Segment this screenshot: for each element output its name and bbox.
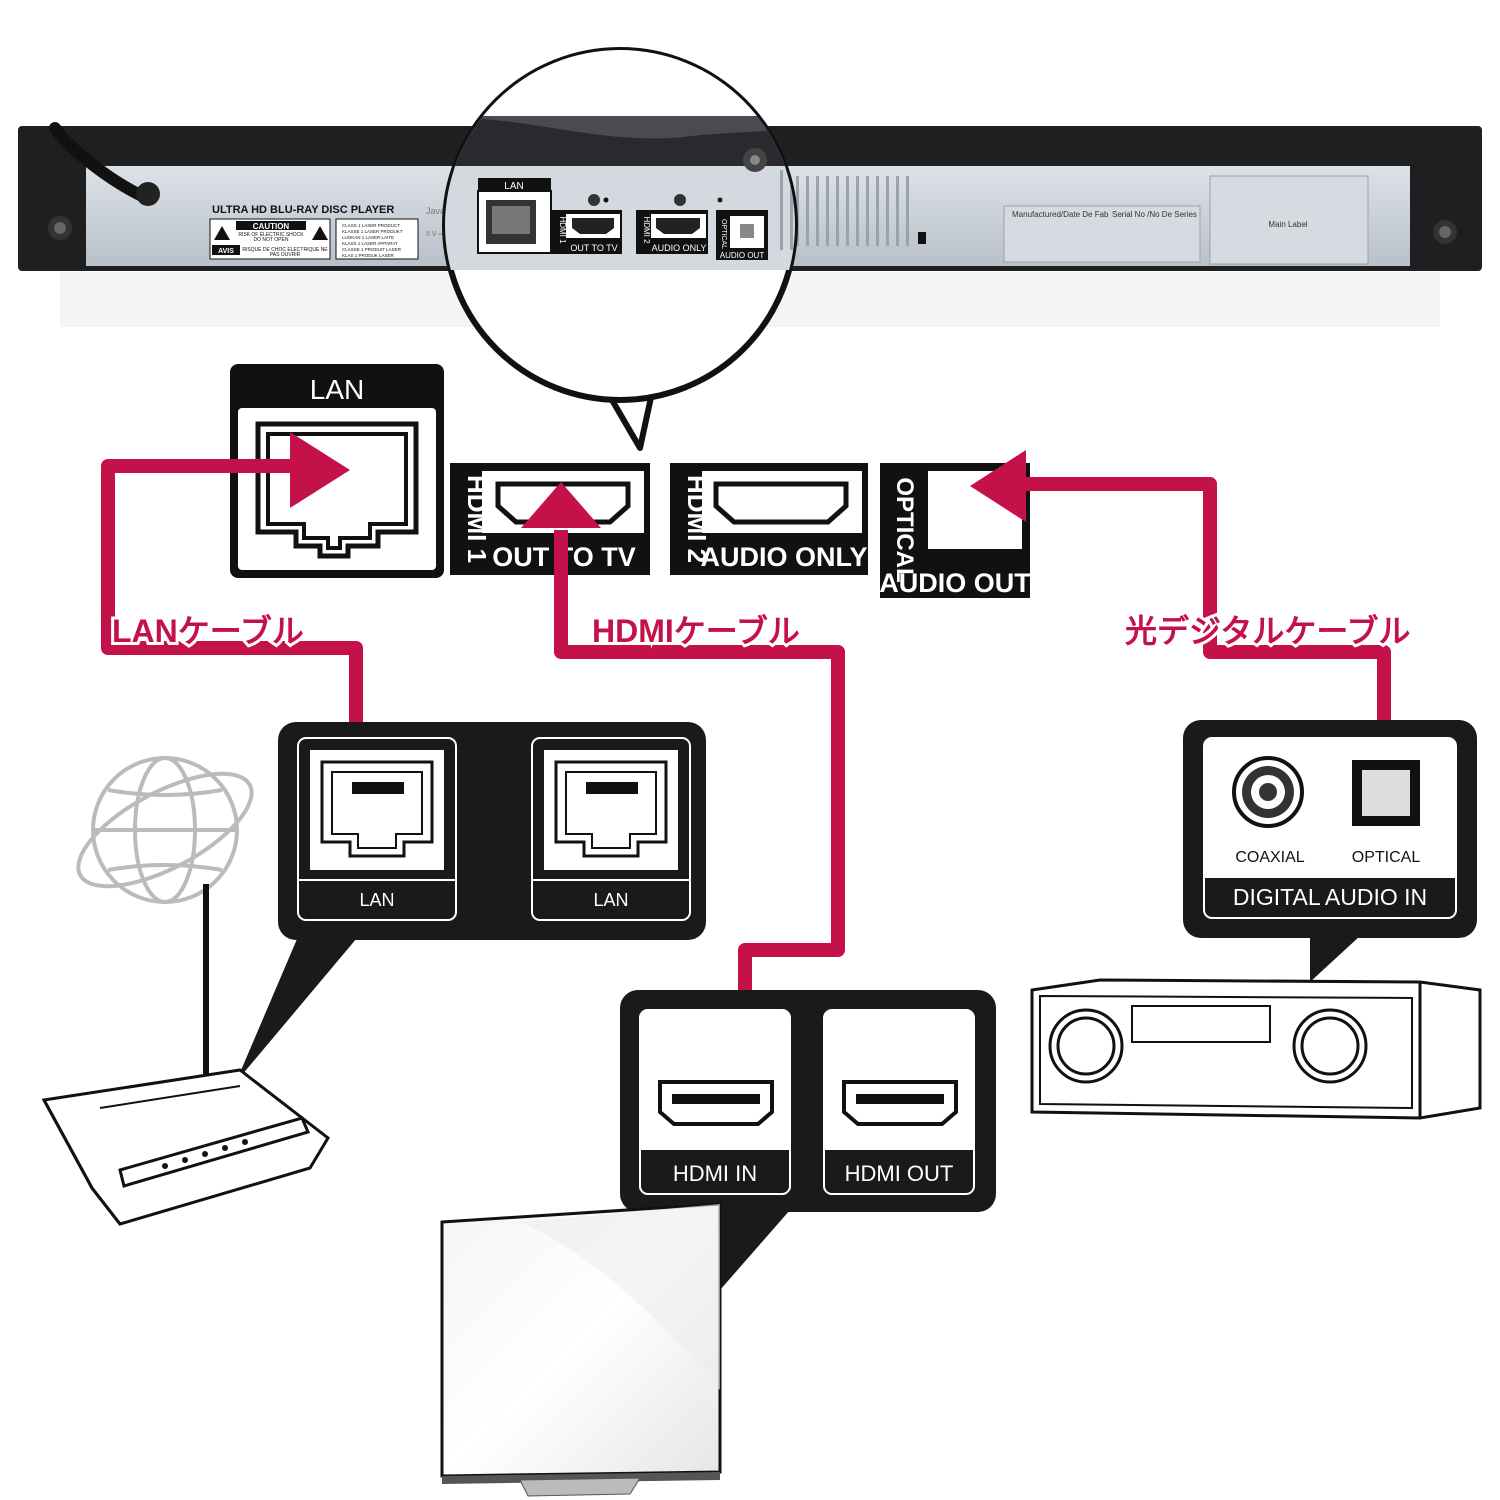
laser-line: CLASSE 1 PRODUIT LASER [342, 247, 402, 252]
tv-hdmi-panel: HDMI IN HDMI OUT [620, 990, 996, 1290]
hdmi-port-icon [658, 1080, 774, 1126]
avis-text-1: RISQUE DE CHOC ELECTRIQUE NE [242, 247, 328, 253]
laser-line: KLAS 1 PRODUK LASER [342, 253, 395, 258]
serial-number-label: Serial No /No De Series [1112, 210, 1197, 219]
rj45-port-icon [554, 760, 668, 858]
optical-port-icon [1352, 760, 1420, 826]
optical-cable-label: 光デジタルケーブル [1125, 613, 1410, 649]
model-title: ULTRA HD BLU-RAY DISC PLAYER [212, 204, 394, 216]
caution-text-2: DO NOT OPEN [254, 237, 289, 243]
laser-line: KLASS 1 LASER APPARAT [342, 241, 398, 246]
avis-label: AVIS [218, 248, 234, 255]
large-optical-label: OPTICAL [891, 477, 918, 582]
manufactured-label: Manufactured/Date De Fab [1012, 210, 1109, 219]
zoom-out-to-tv: OUT TO TV [570, 243, 617, 253]
vent-grille [796, 176, 909, 246]
rj45-port-icon [320, 760, 434, 858]
amp-panel-title: DIGITAL AUDIO IN [1233, 884, 1427, 910]
hdmi-port-icon [636, 210, 708, 254]
hdmi-port-icon [552, 210, 622, 254]
optical-cable [1024, 477, 1391, 752]
zoom-lan-label: LAN [504, 181, 523, 192]
avis-text-2: PAS OUVRIR [270, 252, 301, 258]
zoom-bubble: LAN OUT TO TV HDMI 1 AUDIO ONLY [442, 47, 798, 451]
screw-icon [1433, 220, 1457, 244]
tv-icon [440, 1202, 722, 1497]
large-hdmi2-port: HDMI 2 AUDIO ONLY [670, 463, 868, 575]
router-icon [41, 884, 330, 1226]
screw-icon [48, 216, 72, 240]
amp-digital-audio-panel: COAXIAL OPTICAL DIGITAL AUDIO IN [1183, 720, 1477, 982]
lan-cable [101, 459, 363, 730]
main-label: Main Label [1209, 175, 1369, 265]
screw-icon [743, 148, 767, 172]
zoom-optical: OPTICAL [720, 219, 727, 249]
arrow-icon [521, 482, 601, 528]
coaxial-port-icon [1232, 756, 1304, 828]
globe-icon [76, 756, 254, 904]
hdmi-port-icon [495, 481, 631, 525]
rj45-port-icon [255, 421, 419, 559]
warning-label: CAUTION RISK OF ELECTRIC SHOCK DO NOT OP… [209, 218, 331, 260]
large-lan-label: LAN [310, 374, 364, 405]
router-port2-label: LAN [593, 890, 628, 910]
caution-text-1: RISK OF ELECTRIC SHOCK [238, 232, 304, 238]
tv-hdmi-out-label: HDMI OUT [845, 1161, 954, 1186]
laser-line: CLASS 1 LASER PRODUCT [342, 223, 400, 228]
laser-label: CLASS 1 LASER PRODUCT KLASSE 1 LASER PRO… [335, 218, 419, 260]
hdmi-cable-label: HDMIケーブル [592, 613, 800, 649]
rj45-port-icon [486, 200, 536, 244]
zoom-hdmi1: HDMI 1 [558, 216, 567, 244]
arrow-icon [290, 432, 350, 508]
large-hdmi1-label: HDMI 1 [462, 475, 492, 563]
zoom-hdmi2: HDMI 2 [642, 216, 651, 244]
zoom-audio-only: AUDIO ONLY [652, 243, 707, 253]
serial-label: Manufactured/Date De Fab Serial No /No D… [1003, 205, 1201, 263]
zoom-audio-out: AUDIO OUT [720, 251, 765, 260]
amp-optical-label: OPTICAL [1352, 849, 1421, 866]
hdmi-port-icon [842, 1080, 958, 1126]
amp-coaxial-label: COAXIAL [1235, 849, 1304, 866]
optical-port-icon [716, 210, 768, 260]
main-label-text: Main Label [1268, 220, 1307, 229]
java-text: Java [426, 206, 445, 216]
large-hdmi2-label: HDMI 2 [682, 475, 712, 563]
large-audio-out-label: AUDIO OUT [879, 568, 1031, 598]
large-audio-only-label: AUDIO ONLY [700, 542, 867, 572]
lan-cable-label: LANケーブル [112, 613, 304, 649]
power-cable [49, 122, 146, 201]
laser-line: LUOKAN 1 LASER LAITE [342, 235, 394, 240]
av-receiver-icon [1030, 978, 1482, 1120]
tv-hdmi-in-label: HDMI IN [673, 1161, 757, 1186]
laser-line: KLASSE 1 LASER PRODUKT [342, 229, 403, 234]
hdmi-port-icon [713, 481, 849, 525]
caution-label: CAUTION [253, 222, 290, 231]
arrow-icon [970, 450, 1026, 522]
hdmi-cable [554, 530, 845, 1032]
router-lan-panel: LAN LAN [236, 722, 706, 1082]
router-port1-label: LAN [359, 890, 394, 910]
